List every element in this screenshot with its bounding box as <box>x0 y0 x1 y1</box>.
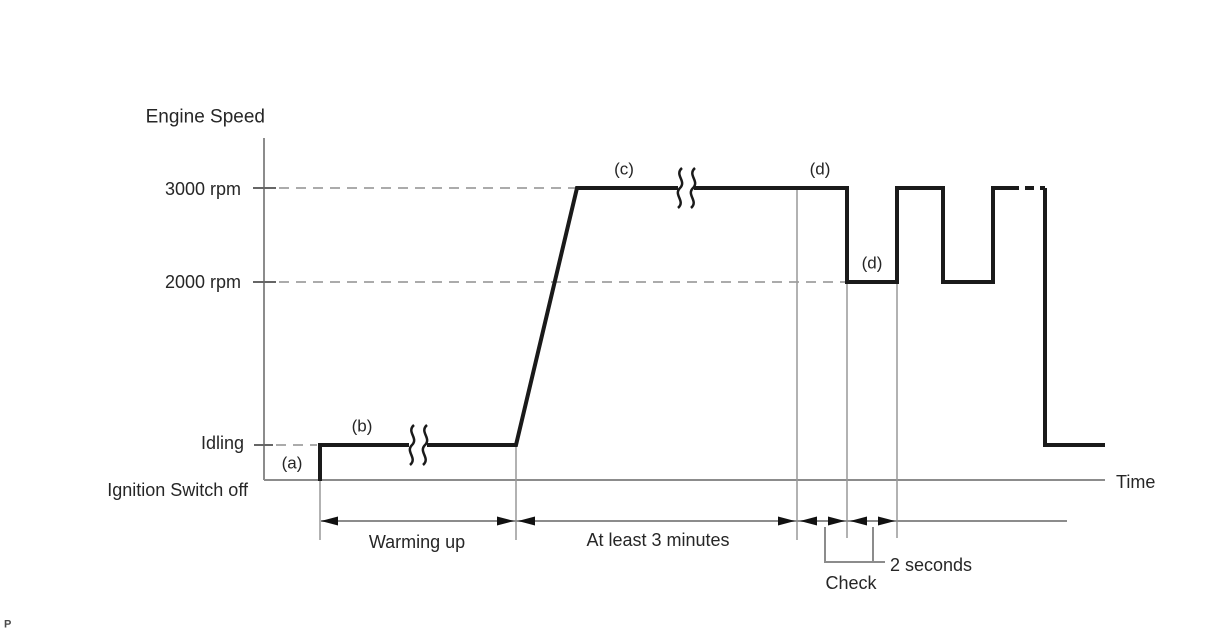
arrow-left-3-minutes <box>518 516 535 526</box>
break-symbol-3000rpm <box>676 167 697 209</box>
trace-start-to-break1 <box>318 443 409 481</box>
engine-speed-trace <box>318 186 1105 481</box>
break-symbols <box>408 167 697 466</box>
trace-3000-and-pulses <box>694 186 1010 284</box>
span-label-warming-up: Warming up <box>368 532 466 552</box>
check-bracket <box>824 527 885 563</box>
dimension-arrowheads <box>321 516 895 526</box>
arrow-right-warming-up <box>497 516 514 526</box>
arrow-left-2-seconds <box>850 516 867 526</box>
y-label-idling: Idling <box>200 433 244 453</box>
span-label-2-seconds: 2 seconds <box>890 555 973 575</box>
guide-lines <box>276 187 845 446</box>
arrow-left-warming-up <box>321 516 338 526</box>
step-label-d-mid: (d) <box>861 253 883 273</box>
trace-idle-ramp-to-break2 <box>427 186 678 447</box>
arrow-left-check-span <box>800 516 817 526</box>
y-axis-title: Engine Speed <box>145 106 265 128</box>
arrow-right-check-span <box>828 516 845 526</box>
corner-watermark: P <box>4 618 12 631</box>
y-label-2000rpm: 2000 rpm <box>164 272 241 292</box>
arrow-right-3-minutes <box>778 516 795 526</box>
arrow-right-2-seconds <box>878 516 895 526</box>
trace-final-drop-to-idle <box>1043 188 1105 447</box>
axes <box>263 138 1105 481</box>
reference-lines <box>319 190 898 540</box>
step-label-d-top: (d) <box>809 159 831 179</box>
break-symbol-idling <box>408 424 429 466</box>
x-axis-title: Time <box>1116 472 1156 492</box>
span-label-check: Check <box>825 573 877 593</box>
dimension-line-group <box>321 516 1067 526</box>
span-label-at-least-3-minutes: At least 3 minutes <box>586 530 730 550</box>
y-label-3000rpm: 3000 rpm <box>164 179 241 199</box>
y-label-ignition-switch-off: Ignition Switch off <box>107 480 248 500</box>
y-axis-ticks <box>253 187 276 446</box>
step-label-b: (b) <box>351 416 373 436</box>
step-label-a: (a) <box>281 453 303 473</box>
step-label-c: (c) <box>614 159 634 179</box>
